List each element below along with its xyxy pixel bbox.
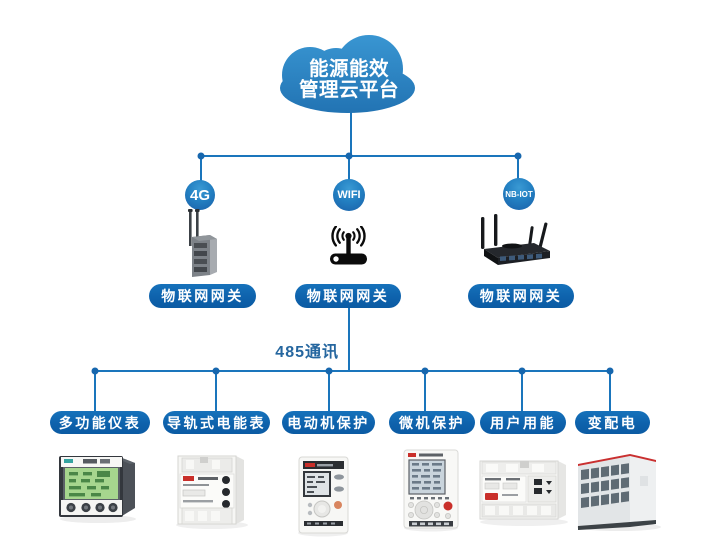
- svg-text:管理云平台: 管理云平台: [299, 78, 399, 101]
- svg-text:能源能效: 能源能效: [309, 57, 389, 80]
